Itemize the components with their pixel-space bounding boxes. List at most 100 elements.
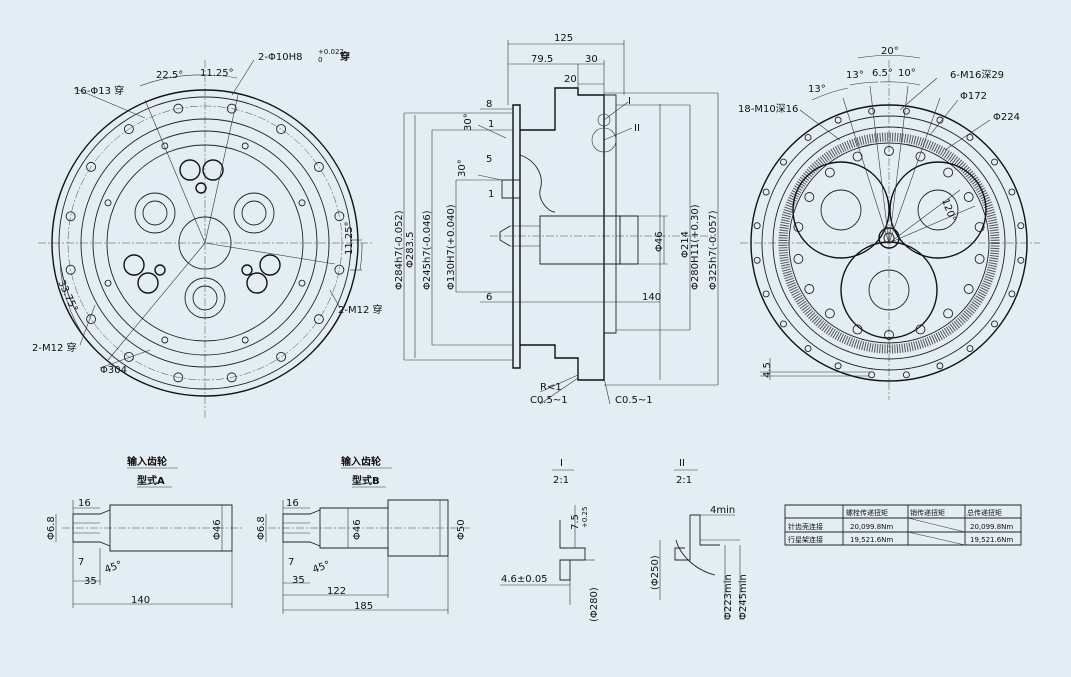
detail-ii-labels: II 2:1 4min (Φ250) Φ223min Φ245min xyxy=(650,458,749,620)
section-view xyxy=(404,40,718,404)
detail-i-phi280: (Φ280) xyxy=(589,587,600,622)
table-row2-bolt: 19,521.6Nm xyxy=(850,536,893,544)
bolt-hole xyxy=(66,212,75,221)
bolt-hole xyxy=(124,352,133,361)
bolt-hole xyxy=(944,168,953,177)
rear-inner-holes xyxy=(794,147,984,340)
dim-795: 79.5 xyxy=(531,54,553,65)
bolt-hole xyxy=(87,162,96,171)
bolt-hole xyxy=(1018,223,1024,229)
table-row2-name: 行星架连接 xyxy=(788,535,823,544)
bolt-hole xyxy=(805,193,814,202)
bolt-hole xyxy=(1018,257,1024,263)
dim-30: 30 xyxy=(585,54,598,65)
m12-left: 2-M12 穿 xyxy=(32,341,77,354)
detail-i xyxy=(500,470,595,605)
gear-a-phi46: Φ46 xyxy=(212,519,223,540)
bolt-hole xyxy=(916,152,925,161)
m16-label: 6-M16深29 xyxy=(950,69,1004,81)
bolt-hole xyxy=(335,212,344,221)
dim-5: 5 xyxy=(486,154,492,165)
detail-i-d75: 7.5 xyxy=(570,514,581,530)
bolt-hole xyxy=(763,189,769,195)
r1-label: R<1 xyxy=(540,382,562,393)
table-row1-total: 20,099.8Nm xyxy=(970,523,1013,531)
dim-140: 140 xyxy=(642,292,661,303)
bolt-hole xyxy=(1009,189,1015,195)
bolt-hole xyxy=(967,346,973,352)
bolt-hole xyxy=(825,168,834,177)
bolt-hole xyxy=(869,372,875,378)
detail-i-labels: I 2:1 7.5 +0.25 4.6±0.05 (Φ280) xyxy=(501,458,600,622)
angle-3375: 33.75° xyxy=(55,279,79,314)
gear-b-ang45: 45° xyxy=(311,559,331,575)
bolt-hole xyxy=(805,134,811,140)
detail-ii-label: II xyxy=(679,458,685,469)
bolt-hole xyxy=(105,200,111,206)
dowel-tol-lower: 0 xyxy=(318,56,322,64)
table-header-2: 销传递扭矩 xyxy=(910,508,945,517)
phi245: Φ245h7(-0.046) xyxy=(422,210,433,290)
bolt-hole xyxy=(805,285,814,294)
bolt-hole xyxy=(903,108,909,114)
bolt-hole xyxy=(227,373,236,382)
bolt-hole xyxy=(162,337,168,343)
bolt-hole xyxy=(780,159,786,165)
detail-i-d46: 4.6±0.05 xyxy=(501,574,548,585)
detail-i-d75-tol: +0.25 xyxy=(581,507,589,528)
table-header-1: 螺栓传递扭矩 xyxy=(846,508,888,517)
gear-a-labels: 输入齿轮 型式A 16 Φ6.8 7 35 45° Φ46 140 xyxy=(46,455,223,606)
detail-ii-phi223: Φ223min xyxy=(723,574,734,620)
gear-b-d7: 7 xyxy=(288,557,294,568)
phi325: Φ325h7(-0.057) xyxy=(708,210,719,290)
gear-b-labels: 输入齿轮 型式B 16 Φ6.8 7 35 45° Φ46 Φ50 122 18… xyxy=(256,455,467,612)
bolt-holes-16 xyxy=(66,104,344,382)
table-header-3: 总传递扭矩 xyxy=(967,508,1002,517)
bolt-hole xyxy=(174,104,183,113)
bolt-hole xyxy=(763,291,769,297)
table-text: 螺栓传递扭矩 销传递扭矩 总传递扭矩 针齿壳连接 20,099.8Nm 20,0… xyxy=(788,508,1013,544)
dim-8: 8 xyxy=(486,99,492,110)
gear-type-b xyxy=(266,500,470,614)
gear-a-d7: 7 xyxy=(78,557,84,568)
dowel-label: 2-Φ10H8 xyxy=(258,52,302,63)
bolt-hole xyxy=(835,363,841,369)
bolt-hole xyxy=(937,117,943,123)
gear-b-title2: 型式B xyxy=(352,474,380,487)
torque-table xyxy=(785,505,1021,545)
dim-20: 20 xyxy=(564,74,577,85)
bolt-hole xyxy=(992,321,998,327)
bolt-hole xyxy=(780,321,786,327)
bolt-hole xyxy=(314,162,323,171)
bolt-hole xyxy=(124,125,133,134)
phi224: Φ224 xyxy=(993,112,1020,123)
detail-i-label: I xyxy=(560,458,563,469)
gear-b-d122: 122 xyxy=(327,586,346,597)
bolt-hole xyxy=(299,200,305,206)
gear-b-d35: 35 xyxy=(292,575,305,586)
rear-bolt-holes xyxy=(754,108,1024,378)
bolt-hole xyxy=(299,280,305,286)
bolt-hole xyxy=(964,285,973,294)
ang-13a: 13° xyxy=(808,84,826,95)
bolt-hole xyxy=(277,352,286,361)
rear-view xyxy=(740,55,1040,400)
ang-30a: 30° xyxy=(463,113,474,131)
bolt-hole xyxy=(975,223,984,232)
dim-6: 6 xyxy=(486,292,492,303)
bolt-hole xyxy=(174,373,183,382)
bolt-hole xyxy=(162,143,168,149)
ang-13b: 13° xyxy=(846,70,864,81)
m12-right: 2-M12 穿 xyxy=(338,303,383,316)
gear-a-d140: 140 xyxy=(131,595,150,606)
dowel-tol-upper: +0.022 xyxy=(318,48,344,56)
bolt-hole xyxy=(903,372,909,378)
ang-120: 120° xyxy=(939,197,958,223)
phi280: Φ280H11(+0.30) xyxy=(690,204,701,290)
angle-1125-top: 11.25° xyxy=(200,68,234,79)
bolt-hole xyxy=(277,125,286,134)
dim-1b: 1 xyxy=(488,189,494,200)
bolt-hole xyxy=(869,108,875,114)
bolt-hole xyxy=(242,337,248,343)
bolt-hole xyxy=(964,193,973,202)
